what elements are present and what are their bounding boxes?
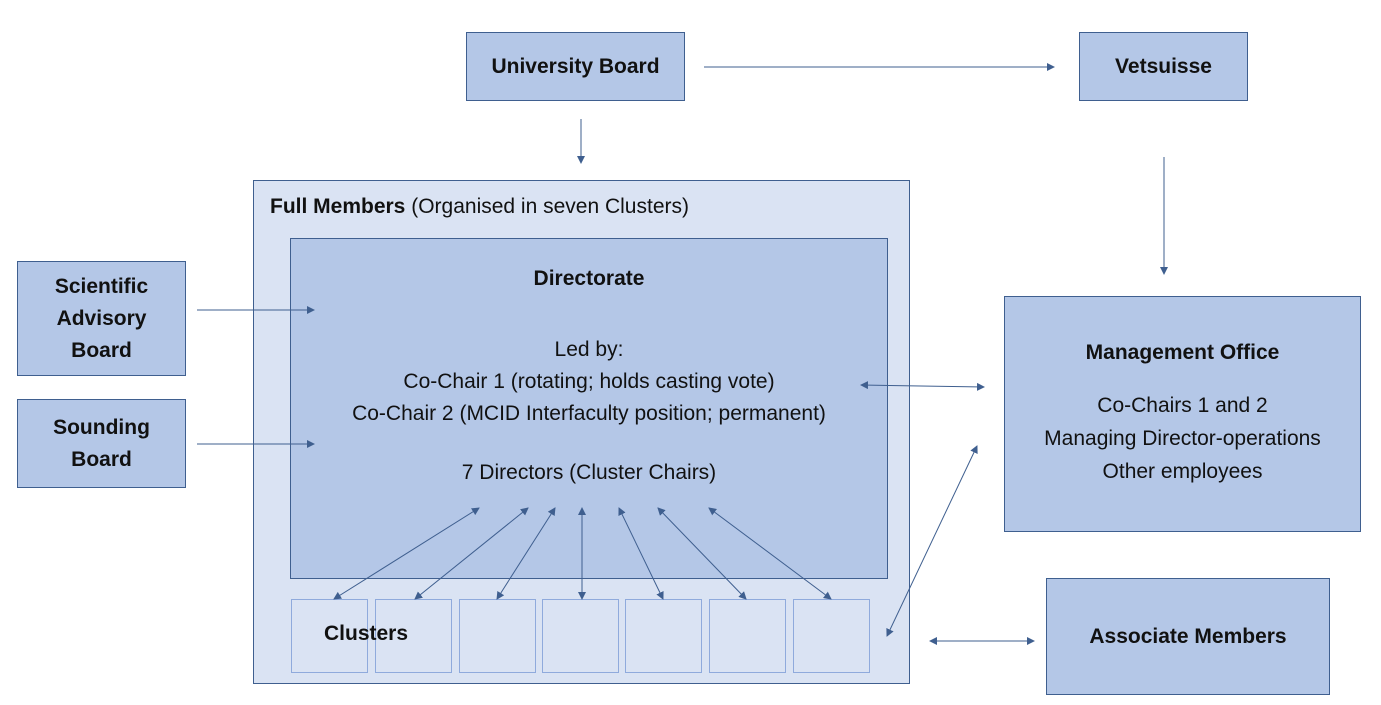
arrow-director-cluster-3 <box>496 507 556 600</box>
arrow-directorate-management <box>860 381 985 391</box>
management-office-line-1: Co-Chairs 1 and 2 <box>1097 393 1268 417</box>
scientific-advisory-board-box: Scientific Advisory Board <box>17 261 186 376</box>
directorate-title: Directorate <box>533 267 645 290</box>
cluster-box <box>709 599 786 673</box>
cluster-box <box>291 599 368 673</box>
arrow-director-cluster-6 <box>657 507 747 600</box>
university-board-box: University Board <box>466 32 685 101</box>
directorate-led-by-line-2: Co-Chair 1 (rotating; holds casting vote… <box>403 370 775 393</box>
directorate-led-by-line-1: Led by: <box>554 338 624 361</box>
full-members-title-rest: (Organised in seven Clusters) <box>405 195 689 218</box>
management-office-line-2: Managing Director-operations <box>1044 426 1321 450</box>
scientific-advisory-board-line-3: Board <box>71 338 132 362</box>
vetsuisse-box: Vetsuisse <box>1079 32 1248 101</box>
cluster-box <box>459 599 536 673</box>
arrow-director-cluster-1 <box>333 507 480 600</box>
clusters-label: Clusters <box>324 622 409 645</box>
cluster-box <box>375 599 452 673</box>
full-members-title-bold: Full Members <box>270 195 406 218</box>
management-office-box: Management Office Co-Chairs 1 and 2 Mana… <box>1004 296 1361 532</box>
vetsuisse-label: Vetsuisse <box>1115 54 1212 78</box>
arrow-director-cluster-7 <box>708 507 832 600</box>
management-office-title: Management Office <box>1085 340 1280 364</box>
arrow-director-cluster-5 <box>618 507 664 600</box>
sounding-board-line-2: Board <box>71 447 132 471</box>
scientific-advisory-board-line-2: Advisory <box>56 306 147 330</box>
cluster-box <box>793 599 870 673</box>
sounding-board-box: Sounding Board <box>17 399 186 488</box>
university-board-label: University Board <box>491 54 660 78</box>
arrow-director-cluster-2 <box>414 507 529 600</box>
scientific-advisory-board-line-1: Scientific <box>54 274 149 298</box>
sounding-board-line-1: Sounding <box>53 415 150 439</box>
arrow-clusters-management <box>886 445 978 637</box>
cluster-box <box>542 599 619 673</box>
cluster-box <box>625 599 702 673</box>
associate-members-label: Associate Members <box>1089 624 1287 648</box>
directorate-led-by: Led by: Co-Chair 1 (rotating; holds cast… <box>291 334 887 430</box>
associate-members-box: Associate Members <box>1046 578 1330 695</box>
full-members-title: Full Members (Organised in seven Cluster… <box>270 195 689 219</box>
directorate-led-by-line-3: Co-Chair 2 (MCID Interfaculty position; … <box>352 402 826 425</box>
directorate-directors: 7 Directors (Cluster Chairs) <box>461 461 717 484</box>
management-office-line-3: Other employees <box>1102 459 1263 483</box>
